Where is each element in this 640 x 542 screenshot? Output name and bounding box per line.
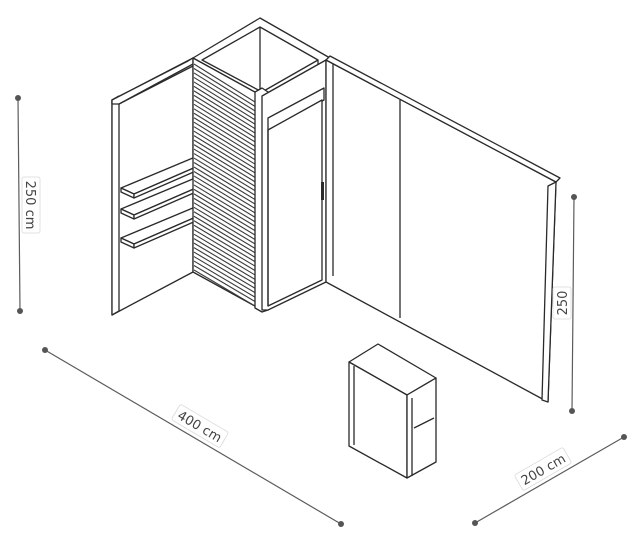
dimension-height-left: 250 cm — [15, 95, 41, 314]
dimension-depth: 200 cm — [472, 434, 627, 526]
slat-line — [193, 99, 256, 138]
slatted-wall — [192, 57, 263, 311]
slat-line — [193, 188, 256, 227]
slat-line — [193, 197, 256, 236]
slat-line — [193, 121, 256, 161]
slat-line — [193, 139, 256, 178]
slat-line — [193, 224, 256, 263]
slat-line — [193, 247, 256, 285]
dimension-height-right: 250 — [552, 194, 577, 414]
slat-line — [193, 202, 256, 240]
slat-line — [193, 251, 256, 289]
slat-line — [193, 76, 256, 116]
slat-line — [193, 193, 256, 232]
slats-group — [193, 63, 256, 307]
slat-line — [193, 130, 256, 169]
slat-line — [193, 171, 256, 209]
slat-line — [193, 166, 256, 205]
slat-line — [193, 103, 256, 143]
slat-line — [193, 256, 256, 294]
slat-line — [193, 90, 256, 130]
label-height-left: 250 cm — [22, 181, 37, 230]
slat-line — [193, 238, 256, 276]
slat-line — [193, 81, 256, 121]
slat-line — [193, 157, 256, 196]
slat-line — [193, 68, 256, 107]
slat-line — [193, 135, 256, 174]
slat-line — [193, 85, 256, 125]
slat-line — [193, 265, 256, 303]
slat-line — [193, 184, 256, 223]
door-handle — [321, 182, 324, 200]
slat-line — [193, 94, 256, 134]
slat-line — [193, 175, 256, 214]
slat-line — [193, 242, 256, 280]
slat-line — [193, 229, 256, 267]
storage-door-front — [261, 59, 327, 311]
slat-line — [193, 126, 256, 165]
slat-line — [193, 233, 256, 271]
slat-line — [193, 211, 256, 249]
slat-line — [193, 215, 256, 254]
slat-line — [193, 179, 256, 218]
dimension-length: 400 cm — [42, 347, 344, 527]
slat-line — [193, 162, 256, 201]
slat-line — [193, 112, 256, 152]
right-long-wall — [325, 55, 561, 403]
slat-line — [193, 153, 256, 192]
storage-door — [267, 99, 323, 307]
slat-line — [193, 108, 256, 147]
slat-line — [193, 72, 256, 112]
counter-cabinet — [348, 343, 437, 479]
label-height-right: 250 — [556, 291, 571, 316]
slat-line — [193, 220, 256, 258]
slat-line — [193, 117, 256, 156]
slat-line — [193, 144, 256, 183]
slat-line — [193, 206, 256, 245]
counter-side — [406, 377, 437, 479]
slat-line — [193, 148, 256, 187]
slat-line — [193, 63, 256, 103]
slat-line — [193, 269, 256, 307]
slat-line — [193, 260, 256, 298]
